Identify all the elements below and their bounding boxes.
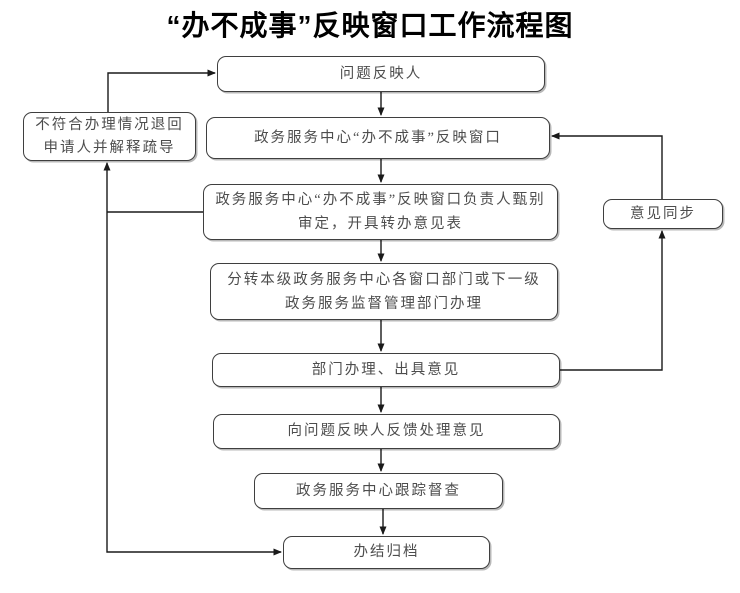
node-label-line2: 政务服务监督管理部门办理	[285, 295, 483, 312]
node-label: 意见同步	[630, 205, 696, 222]
node-dispatch-transfer: 分转本级政务服务中心各窗口部门或下一级 政务服务监督管理部门办理	[210, 263, 558, 320]
arrow-handle-to-sync	[560, 230, 666, 371]
node-label: 部门办理、出具意见	[311, 361, 461, 378]
arrow-reject-to-reporter	[107, 69, 216, 112]
page-title: “办不成事”反映窗口工作流程图	[166, 10, 574, 41]
node-label: 向问题反映人反馈处理意见	[287, 423, 486, 439]
line-left-down-to-archive	[106, 212, 282, 556]
node-problem-reporter: 问题反映人	[217, 56, 545, 92]
node-label-line1: 政务服务中心“办不成事”反映窗口负责人甄别	[215, 192, 546, 208]
node-label-line1: 不符合办理情况退回	[35, 116, 184, 133]
node-screening-approval: 政务服务中心“办不成事”反映窗口负责人甄别 审定，开具转办意见表	[203, 184, 558, 240]
arrow-screening-to-reject	[107, 163, 203, 213]
node-opinion-sync: 意见同步	[603, 199, 723, 229]
node-tracking-supervision: 政务服务中心跟踪督查	[254, 473, 503, 509]
arrow-sync-to-window	[551, 132, 663, 199]
node-reject-return: 不符合办理情况退回 申请人并解释疏导	[23, 112, 196, 161]
node-label: 问题反映人	[339, 65, 423, 82]
node-department-handling: 部门办理、出具意见	[212, 353, 560, 387]
node-label: 政务服务中心跟踪督查	[296, 482, 461, 499]
node-label: 政务服务中心“办不成事”反映窗口	[254, 129, 502, 146]
node-reflection-window: 政务服务中心“办不成事”反映窗口	[206, 117, 550, 159]
node-label-line2: 审定，开具转办意见表	[298, 216, 463, 232]
node-feedback-to-reporter: 向问题反映人反馈处理意见	[213, 414, 560, 449]
node-archive-complete: 办结归档	[283, 536, 490, 569]
node-label-line1: 分转本级政务服务中心各窗口部门或下一级	[227, 271, 541, 288]
node-label: 办结归档	[353, 544, 420, 560]
node-label-line2: 申请人并解释疏导	[43, 139, 176, 156]
